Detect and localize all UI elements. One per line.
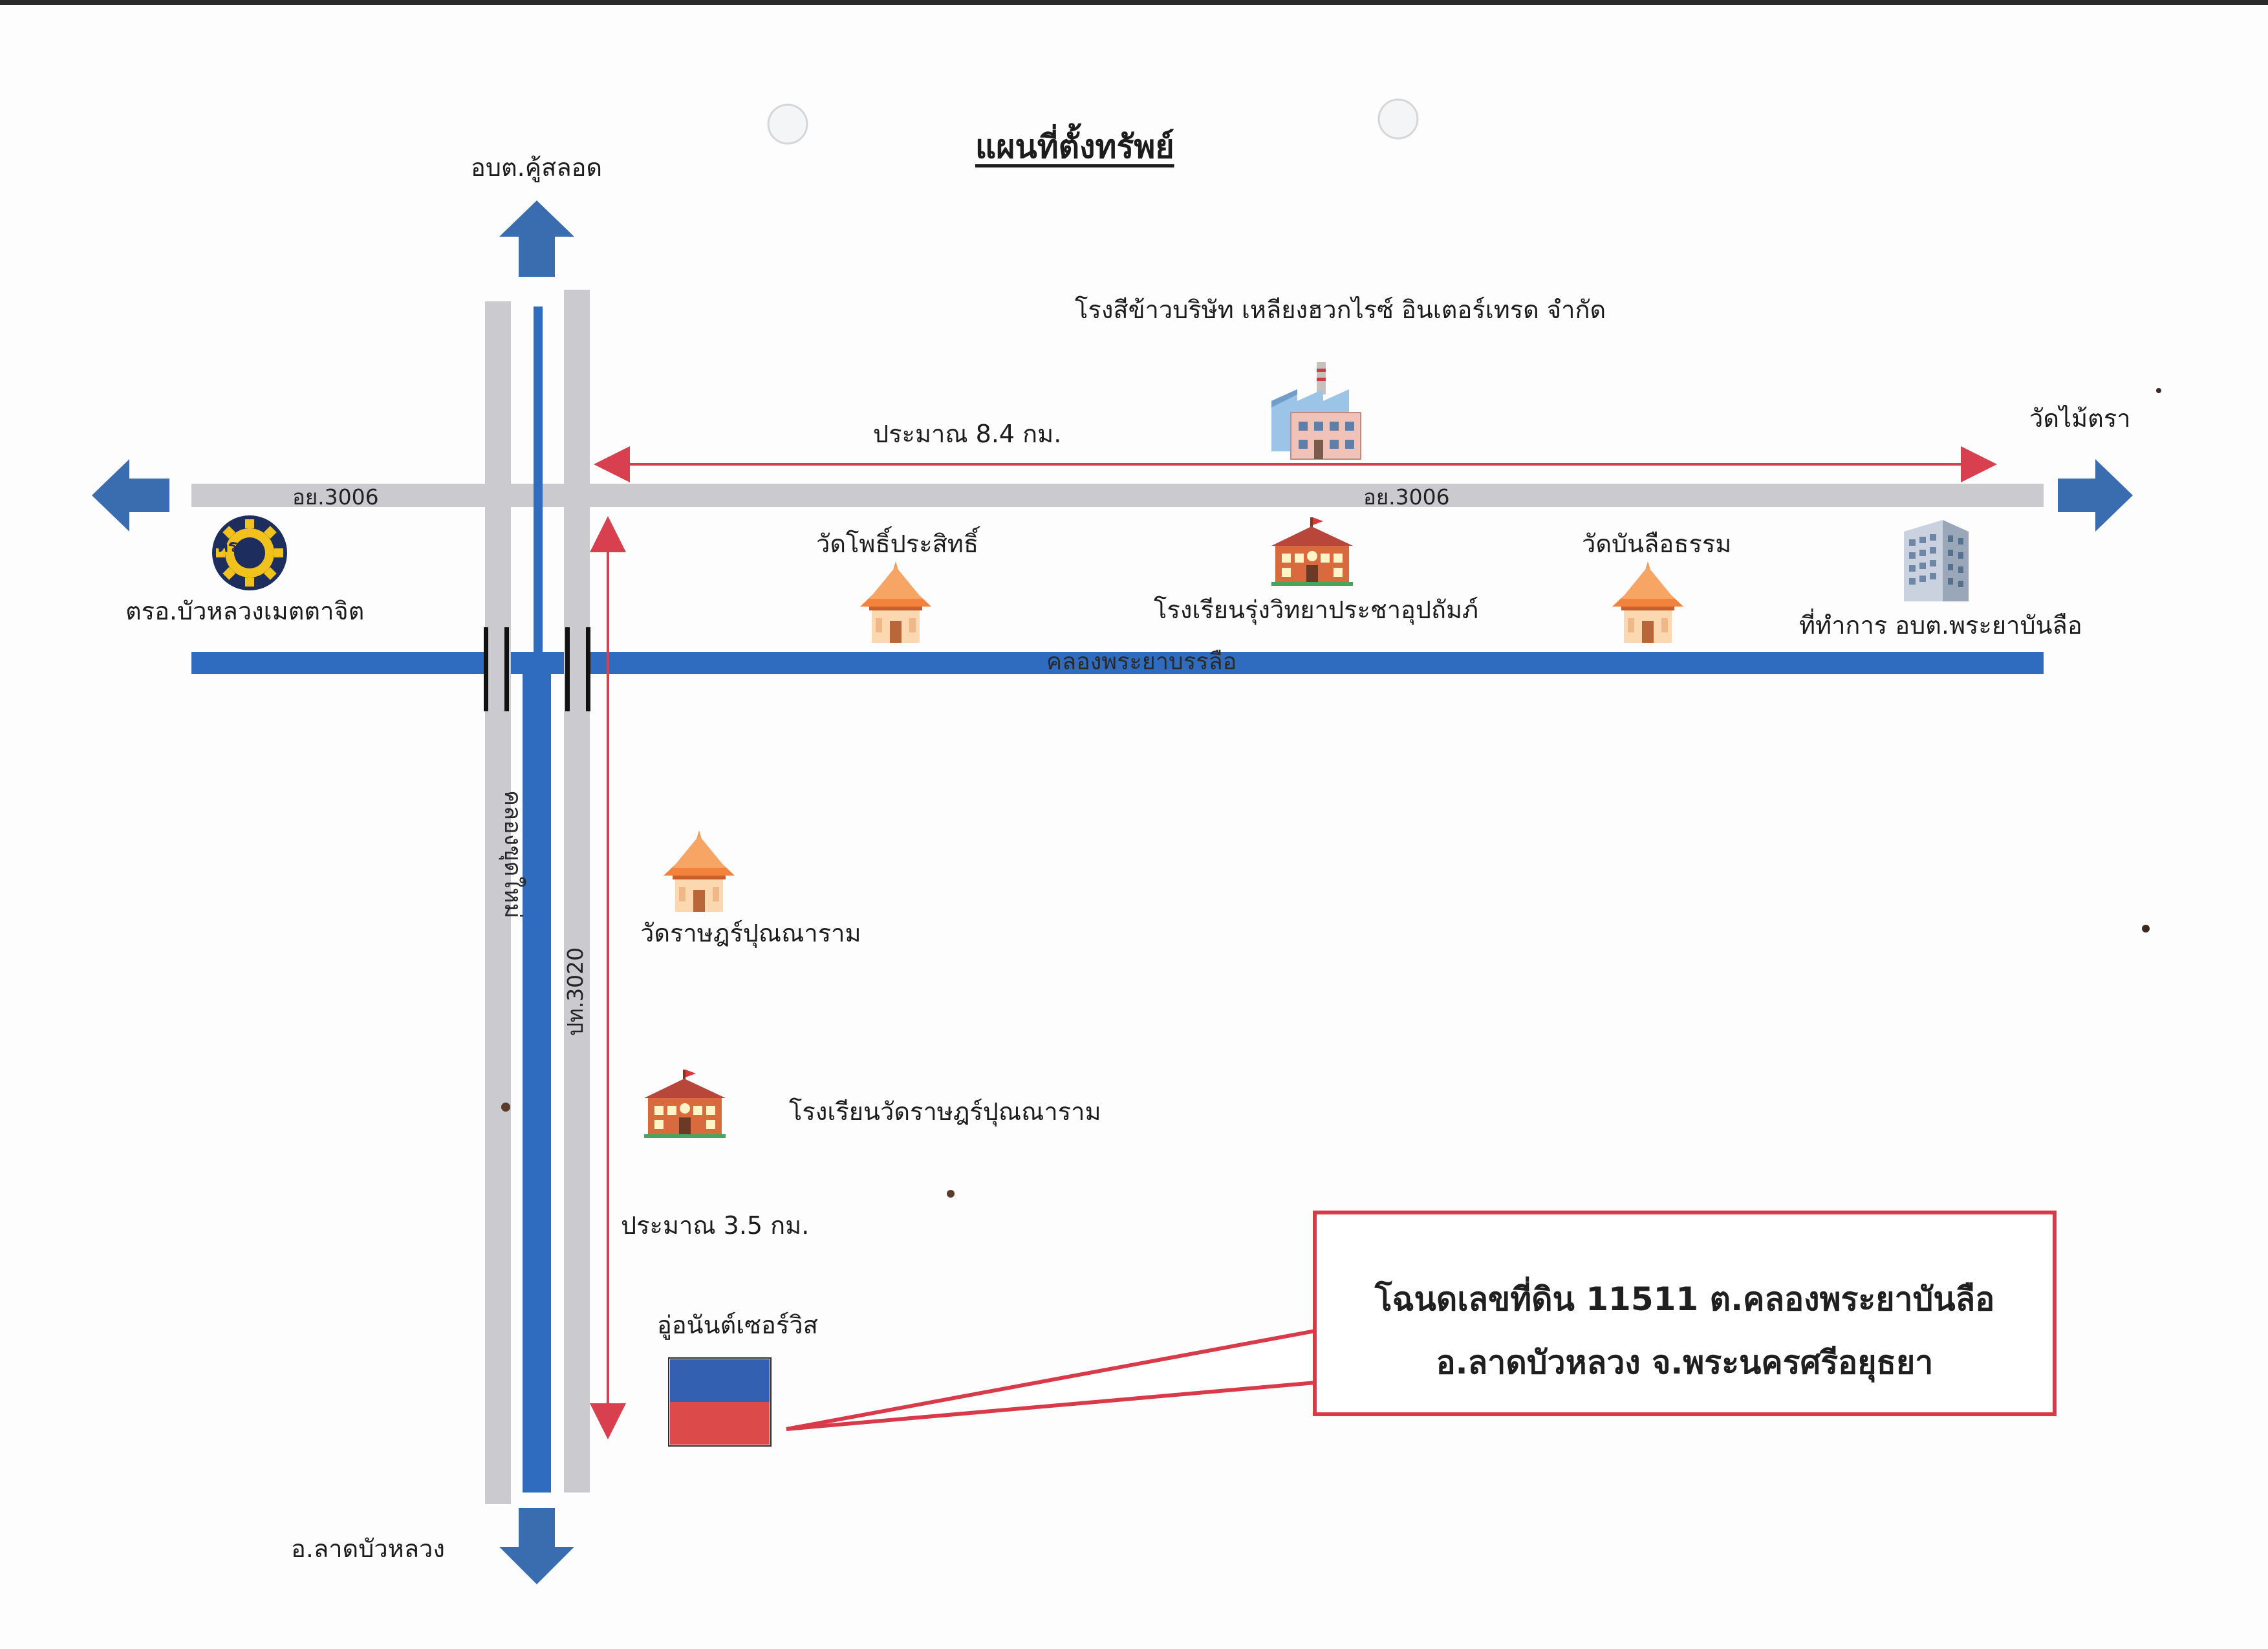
office-building-icon — [1904, 520, 1969, 601]
office-label: ที่ทำการ อบต.พระยาบันลือ — [1799, 611, 2082, 640]
school-wat-rat-label: โรงเรียนวัดราษฎร์ปุณณาราม — [789, 1097, 1101, 1126]
factory-icon — [1271, 362, 1361, 460]
distance-label-vertical: ประมาณ 3.5 กม. — [621, 1211, 810, 1240]
school-rung-label: โรงเรียนรุ่งวิทยาประชาอุปถัมภ์ — [1154, 596, 1479, 624]
direction-north-label: อบต.คู้สลอด — [471, 153, 603, 182]
map-title: แผนที่ตั้งทรัพย์ — [975, 128, 1174, 166]
punch-hole — [767, 103, 808, 145]
garage-label: อู่อนันต์เซอร์วิส — [657, 1311, 818, 1339]
road-label-north-south: ปท.3020 — [563, 947, 588, 1036]
bridge-left — [484, 627, 509, 711]
school-icon-rung — [1271, 517, 1353, 586]
deed-line-1: โฉนดเลขที่ดิน 11511 ต.คลองพระยาบันลือ — [1374, 1280, 1995, 1318]
scan-speck — [2142, 925, 2150, 932]
temple-icon-wat-rat — [664, 830, 735, 912]
property-marker — [668, 1357, 772, 1447]
school-icon-wat-rat — [644, 1070, 726, 1138]
canal-north-south-narrow — [534, 307, 543, 656]
scan-border — [0, 0, 2268, 5]
scan-speck — [947, 1190, 955, 1198]
scan-speck — [501, 1103, 510, 1112]
deed-line-2: อ.ลาดบัวหลวง จ.พระนครศรีอยุธยา — [1436, 1344, 1934, 1381]
arrow-north-icon — [499, 200, 574, 277]
direction-east-label: วัดไม้ตรา — [2029, 404, 2131, 433]
temple-icon-wat-pho — [860, 561, 931, 643]
rice-mill-label: โรงสีข้าวบริษัท เหลียงฮวกไรซ์ อินเตอร์เท… — [1075, 296, 1606, 324]
canal-north-south — [523, 652, 551, 1493]
road-label-west: อย.3006 — [292, 484, 379, 510]
direction-south-label: อ.ลาดบัวหลวง — [291, 1535, 445, 1563]
bridge-right — [565, 627, 590, 711]
punch-hole — [1377, 98, 1419, 140]
temple-icon-wat-banlue — [1612, 561, 1683, 643]
arrow-south-icon — [499, 1508, 574, 1584]
wat-rat-label: วัดราษฎร์ปุณณาราม — [640, 919, 861, 947]
wat-banlue-label: วัดบันลือธรรม — [1582, 530, 1732, 558]
arrow-west-icon — [92, 459, 169, 532]
wat-pho-label: วัดโพธิ์ประสิทธิ์ — [816, 530, 979, 558]
police-badge-label: ตรอ — [217, 537, 248, 556]
scan-speck — [2156, 388, 2161, 393]
police-badge-icon — [212, 515, 287, 590]
road-north-south-right — [564, 290, 590, 1493]
canal-label-east-west: คลองพระยาบรรลือ — [1046, 649, 1237, 675]
road-north-south-left — [485, 301, 511, 1504]
distance-label-horizontal: ประมาณ 8.4 กม. — [873, 420, 1062, 448]
canal-label-north-south: คลองขุดใหม่ — [499, 790, 526, 919]
arrow-east-icon — [2058, 459, 2133, 532]
deed-callout-box: โฉนดเลขที่ดิน 11511 ต.คลองพระยาบันลือ อ.… — [1313, 1211, 2057, 1416]
police-label: ตรอ.บัวหลวงเมตตาจิต — [125, 597, 365, 625]
road-east-west — [191, 484, 2044, 507]
road-label-east: อย.3006 — [1363, 484, 1450, 510]
callout-pointer — [786, 1328, 1317, 1431]
